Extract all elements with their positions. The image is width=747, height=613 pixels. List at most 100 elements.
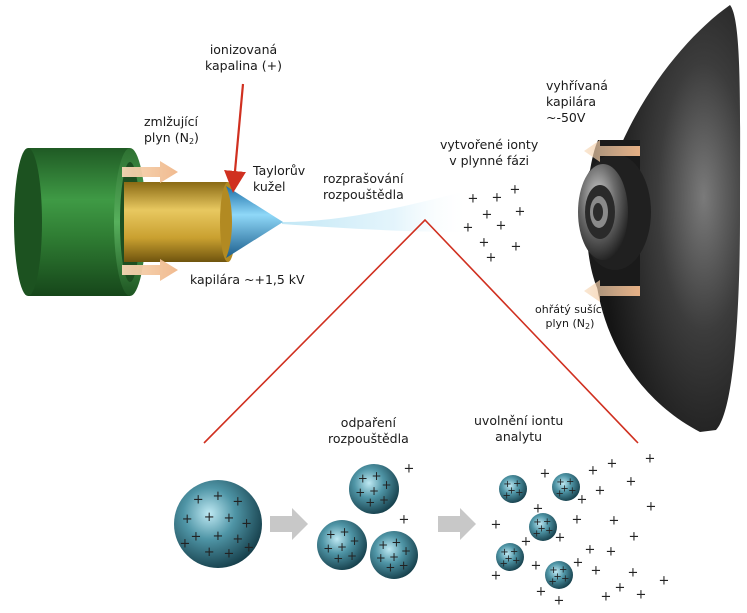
droplet-charge: + [193,492,204,507]
charged-droplet: +++++ [545,561,573,589]
ion-plus: + [482,208,493,223]
ion-plus: + [585,543,596,558]
ion-plus: + [468,192,479,207]
ion-plus: + [591,564,602,579]
droplets: ++++++++++++++++++++++++++++++++++++++++… [174,464,580,589]
droplet-charge: + [533,528,541,539]
taylor-cone-line2: kužel [253,179,286,194]
ion-plus: + [629,530,640,545]
droplet-charge: + [323,541,333,555]
droplet-charge: + [333,551,343,565]
formed-ions-label: vytvořené ionty v plynné fázi [440,137,538,169]
droplet-charge: + [545,526,553,537]
drying-gas-formula: plyn (N [545,317,586,330]
ion-plus: + [588,464,599,479]
droplet-charge: + [556,477,564,488]
droplet-charge: + [337,540,347,554]
ion-plus: + [636,588,647,603]
ion-plus: + [515,205,526,220]
ionized-liquid-line2: kapalina (+) [205,58,283,73]
droplet-charge: + [365,495,375,509]
heated-capillary-line2: kapilára [546,94,597,109]
zoom-lines [203,218,639,444]
ion-plus: + [626,475,637,490]
ion-plus: + [463,221,474,236]
droplet-charge: + [379,493,389,507]
solvent-evaporation-line1: odpaření [340,415,396,430]
heated-capillary-line1: vyhřívaná [546,78,608,93]
ion-plus: + [646,500,657,515]
droplet-body [545,561,573,589]
ion-plus: + [601,590,612,605]
taylor-cone-label: Taylorův kužel [253,163,305,195]
droplet-charge: + [180,536,191,551]
taylor-cone [226,186,283,258]
droplet-charge: + [510,546,518,557]
droplet-charge: + [556,488,564,499]
droplet-charge: + [326,528,336,542]
drying-gas-line1: ohřátý sušící [535,303,605,316]
droplet-charge: + [537,523,545,534]
droplet-charge: + [224,511,235,526]
analyte-release-label: uvolnění iontu analytu [474,413,563,445]
droplet-charge: + [566,476,574,487]
solvent-spray-label: rozprašování rozpouštědla [323,171,404,203]
ion-plus: + [615,581,626,596]
charged-droplet: +++++ [496,543,524,571]
droplet-charge: + [232,532,243,547]
capillary-voltage-label: kapilára ~+1,5 kV [190,272,305,287]
droplet-body [174,480,262,568]
droplet-charge: + [568,486,576,497]
droplet-charge: + [391,536,401,550]
droplet-body [370,531,418,579]
droplet-charge: + [381,478,391,492]
ion-plus: + [572,513,583,528]
droplet-charge: + [543,516,551,527]
droplet-charge: + [182,512,193,527]
droplet-charge: + [553,571,561,582]
droplet-charge: + [204,545,215,560]
ion-plus: + [540,467,551,482]
charged-droplet: +++++ [499,475,527,503]
drying-gas-label: ohřátý sušící plyn (N2) [535,303,605,334]
nebulizing-gas-subscript: 2 [188,137,195,146]
ion-plus: + [595,484,606,499]
inner-capillary [124,182,236,262]
droplet-body [499,475,527,503]
process-arrows [270,508,476,540]
droplet-charge: + [515,488,523,499]
ion-plus: + [628,566,639,581]
formed-ions-line1: vytvořené ionty [440,137,539,152]
droplet-charge: + [376,551,386,565]
ion-plus: + [511,240,522,255]
droplet-charge: + [401,544,411,558]
solvent-evaporation-label: odpaření rozpouštědla [328,415,409,447]
ion-plus: + [536,585,547,600]
solvent-spray-line2: rozpouštědla [323,187,404,202]
charged-droplet: +++++++ [349,464,399,514]
droplet-charge: + [378,538,388,552]
ionized-liquid-line1: ionizovaná [209,42,278,57]
droplet-charge: + [504,553,512,564]
droplet-charge: + [549,565,557,576]
droplet-charge: + [232,495,243,510]
analyte-release-line2: analytu [495,429,543,444]
droplet-charge: + [500,547,508,558]
charged-droplet: +++++ [552,473,580,501]
formed-ions-line2: v plynné fázi [449,153,529,168]
droplet-charge: + [549,576,557,587]
heated-capillary-label: vyhřívaná kapilára ~-50V [546,78,608,126]
droplet-charge: + [559,564,567,575]
ion-plus: + [554,594,565,609]
droplet-charge: + [500,558,508,569]
charged-droplet: +++++++ [370,531,418,579]
ion-plus: + [555,531,566,546]
droplet-charge: + [513,478,521,489]
droplet-charge: + [389,550,399,564]
droplet-charge: + [561,574,569,585]
droplet-charge: + [507,485,515,496]
droplet-charge: + [241,517,252,532]
ion-plus: + [521,535,532,550]
